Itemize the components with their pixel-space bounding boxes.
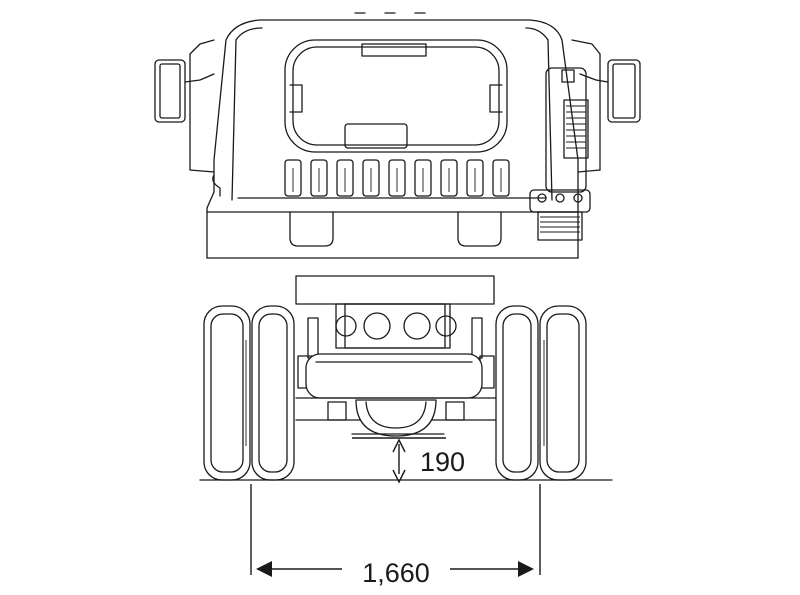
- fuel-tank: [305, 353, 483, 399]
- lamp-3: [573, 193, 583, 203]
- side-panel-latch: [561, 69, 575, 83]
- axle-bracket: [335, 303, 451, 349]
- right-mirror: [571, 39, 641, 173]
- right-outer-wheel: [539, 305, 587, 481]
- clearance-arrow-up: [392, 438, 406, 453]
- step-grille-slats: [540, 216, 580, 233]
- leaf-spring-left: [307, 317, 319, 359]
- chassis: [295, 275, 497, 437]
- lamp-2: [555, 193, 565, 203]
- axle-block-left: [327, 401, 347, 421]
- track-arrow-left: [256, 561, 272, 577]
- side-vent: [563, 99, 589, 159]
- differential-inner: [365, 401, 427, 429]
- cab: [206, 12, 591, 259]
- axle-block-right: [445, 401, 465, 421]
- rear-window-inner: [292, 46, 500, 146]
- differential-housing: [355, 399, 437, 437]
- rear-cross-member: [295, 275, 495, 305]
- window-right-tab: [489, 84, 503, 113]
- mud-flap-left: [289, 211, 334, 247]
- window-top-handle: [361, 43, 427, 57]
- leaf-spring-right: [471, 317, 483, 359]
- axle-bracket-inner: [344, 303, 446, 349]
- cab-right-panel: [525, 27, 553, 201]
- ground-clearance-label: 190: [420, 447, 465, 477]
- cab-left-panel: [231, 27, 263, 201]
- track-width-label: 1,660: [362, 558, 430, 588]
- clearance-arrow-down: [392, 469, 406, 484]
- step-grille: [537, 211, 583, 241]
- lamp-1: [537, 193, 547, 203]
- left-pillar-detail: [212, 174, 221, 197]
- window-bottom-panel: [344, 123, 408, 149]
- window-left-tab: [289, 84, 303, 113]
- left-inner-wheel: [251, 305, 295, 481]
- left-outer-wheel: [203, 305, 251, 481]
- mud-flap-right: [457, 211, 502, 247]
- track-width-dimension: 1,660: [250, 484, 541, 588]
- cab-outline: [206, 19, 579, 259]
- side-vent-slats: [566, 105, 586, 149]
- bracket-hole-right: [435, 315, 457, 337]
- ground-clearance-dimension: 190: [352, 437, 465, 484]
- rear-window: [284, 39, 508, 153]
- bracket-hole-2: [403, 312, 431, 340]
- left-mirror: [154, 39, 215, 173]
- bracket-hole-left: [335, 315, 357, 337]
- track-arrow-right: [518, 561, 534, 577]
- right-inner-wheel: [495, 305, 539, 481]
- vent-grille: [284, 159, 510, 197]
- bracket-hole-1: [363, 312, 391, 340]
